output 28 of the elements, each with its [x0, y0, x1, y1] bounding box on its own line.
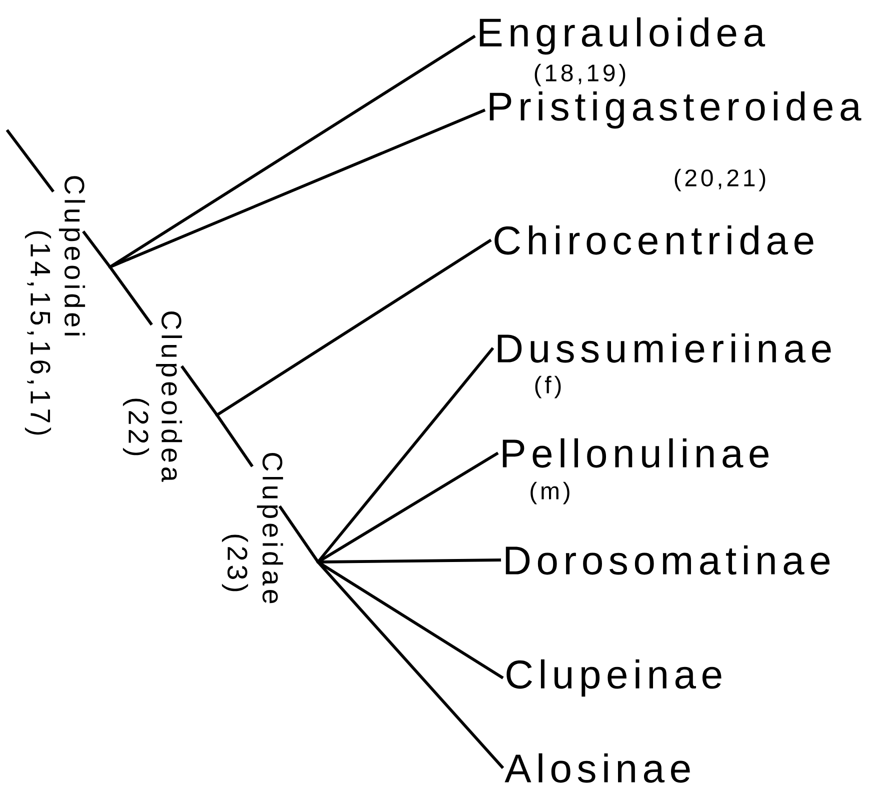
- branch-line: [216, 238, 492, 416]
- reference-number: (18,19): [534, 64, 626, 86]
- branch-line: [109, 108, 486, 268]
- taxon-label: Alosinae: [504, 753, 690, 783]
- clade-label: Clupeoidei: [58, 176, 86, 336]
- clade-label: Clupeidae: [256, 452, 284, 604]
- branch-line: [6, 128, 112, 268]
- taxon-label: Pellonulinae: [502, 438, 768, 468]
- reference-number: (20,21): [674, 168, 766, 192]
- clade-label: (14,15,16,17): [24, 231, 52, 435]
- clade-label: Clupeoidea: [156, 311, 182, 482]
- taxon-label: Dorosomatinae: [506, 545, 830, 575]
- taxon-label: Pristigasteroidea: [490, 91, 862, 129]
- branch-line: [109, 34, 476, 268]
- branch-line: [108, 266, 218, 416]
- clade-label: (22): [122, 398, 150, 456]
- branch-line: [216, 414, 320, 564]
- reference-number: (f): [535, 376, 561, 398]
- clade-label: (23): [222, 534, 248, 592]
- branch-line: [318, 558, 502, 564]
- taxon-label: Clupeinae: [506, 659, 722, 697]
- taxon-label: Engrauloidea: [480, 17, 766, 55]
- branch-line: [316, 561, 504, 769]
- reference-number: (m): [530, 482, 570, 504]
- branch-line: [317, 560, 504, 680]
- branch-line: [316, 347, 494, 563]
- taxon-label: Dussumieriinae: [498, 333, 831, 363]
- taxon-label: Chirocentridae: [494, 225, 814, 255]
